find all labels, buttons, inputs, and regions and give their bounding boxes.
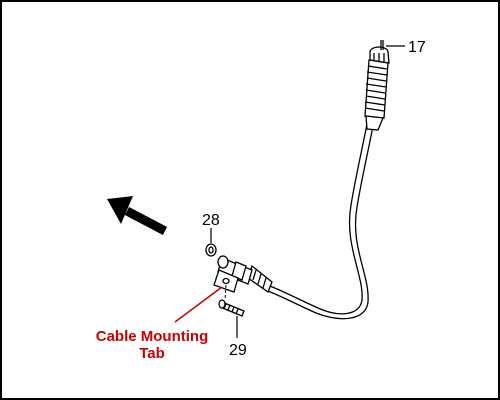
part-number-28: 28 bbox=[202, 212, 220, 229]
direction-arrow-icon bbox=[107, 196, 168, 235]
leader-lines bbox=[210, 45, 405, 338]
mounting-tab bbox=[213, 269, 239, 293]
washer bbox=[205, 243, 217, 257]
part-number-17: 17 bbox=[408, 39, 426, 56]
cable bbox=[267, 123, 374, 320]
cable-upper-fitting bbox=[364, 59, 389, 131]
cable-top-nut bbox=[369, 40, 390, 64]
cable-lower-fitting bbox=[217, 255, 273, 294]
alignment-line bbox=[224, 284, 227, 301]
callout-label-line1: Cable Mounting bbox=[96, 328, 209, 345]
screw bbox=[218, 299, 245, 317]
part-number-29: 29 bbox=[229, 342, 247, 359]
callout-leader-line bbox=[174, 286, 223, 323]
callout-label-line2: Tab bbox=[139, 345, 165, 362]
